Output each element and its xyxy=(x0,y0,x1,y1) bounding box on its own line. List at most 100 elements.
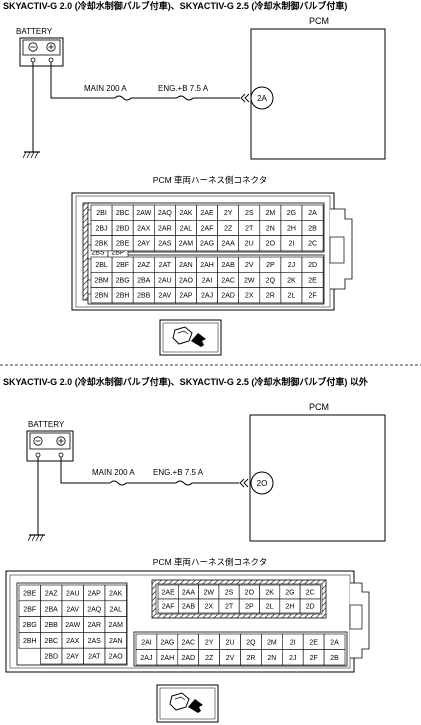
connector-pin-2AH: 2AH xyxy=(196,256,218,273)
pin-label: 2AK xyxy=(109,590,123,597)
connector-pin-2AL: 2AL xyxy=(104,600,127,617)
pin-label: 2S xyxy=(245,210,254,217)
pin-label: 2O xyxy=(245,590,255,597)
connector-pin-2AC: 2AC xyxy=(177,633,200,650)
connector-pin-2G: 2G xyxy=(280,204,303,221)
pin-label: 2AU xyxy=(158,277,172,284)
connector-pin-2AA: 2AA xyxy=(178,584,199,600)
connector-pin-2AF: 2AF xyxy=(157,598,179,614)
connector-pin-2N: 2N xyxy=(259,220,282,236)
pin-label: 2V xyxy=(226,655,235,662)
connector-pin-2A: 2A xyxy=(301,204,324,221)
pin-label: 2I xyxy=(289,241,295,248)
pin-label: 2H xyxy=(285,604,294,611)
pin-label: 2BH xyxy=(23,638,37,645)
pcm-label-2: PCM xyxy=(309,402,329,412)
connector-pin-2AI: 2AI xyxy=(135,633,158,650)
connector-pin-2AT: 2AT xyxy=(154,256,176,273)
pin-label: 2J xyxy=(289,655,296,662)
eng-fuse-icon-2 xyxy=(175,480,193,486)
pin-label: 2BG xyxy=(23,622,37,629)
connector-pin-2BF: 2BF xyxy=(18,600,41,617)
connector-pin-2G: 2G xyxy=(279,584,301,600)
connector-pin-2T: 2T xyxy=(238,220,261,236)
pin-label: 2U xyxy=(245,241,254,248)
connector-pin-2BH: 2BH xyxy=(18,632,41,649)
pin-label: 2BN xyxy=(95,293,109,300)
connector-title-2: PCM 車両ハーネス側コネクタ xyxy=(153,557,267,567)
pin-label: 2AV xyxy=(66,606,79,613)
pin-label: 2BH xyxy=(116,293,130,300)
pin-label: 2BD xyxy=(44,654,58,661)
pin-label: 2F xyxy=(308,293,316,300)
terminal-label-2: 2O xyxy=(257,479,268,488)
pin-label: 2AJ xyxy=(201,293,213,300)
connector-pin-2AR: 2AR xyxy=(83,616,106,633)
pin-label: 2G xyxy=(287,210,296,217)
battery-icon-2 xyxy=(26,430,74,462)
pin-label: 2N xyxy=(267,655,276,662)
pin-label: 2A xyxy=(308,210,317,217)
terminal-circle-1 xyxy=(250,86,274,110)
pin-label: 2AE xyxy=(162,590,176,597)
connector-pin-2AM: 2AM xyxy=(104,616,127,633)
pin-label: 2C xyxy=(308,241,317,248)
connector-pin-2AX: 2AX xyxy=(132,220,155,236)
connector-pin-2BN: 2BN xyxy=(90,287,113,304)
connector-pin-2T: 2T xyxy=(218,598,240,614)
pin-label: 2P xyxy=(245,604,254,611)
connector-pin-2BC: 2BC xyxy=(40,632,63,649)
pin-label: 2AR xyxy=(87,622,101,629)
connector-pin-2BB: 2BB xyxy=(132,287,155,304)
connector-pin-2AB: 2AB xyxy=(217,256,240,273)
connector-pin-2D: 2D xyxy=(301,256,324,273)
connector-pin-2AY: 2AY xyxy=(132,235,155,252)
connector-pin-2P: 2P xyxy=(238,598,260,614)
connector-pin-2BE: 2BE xyxy=(111,235,134,252)
connector-pin-2L: 2L xyxy=(280,287,303,304)
connector-pin-2AS: 2AS xyxy=(154,235,176,252)
pin-label: 2U xyxy=(226,639,235,646)
connector-pin-2J: 2J xyxy=(280,256,303,273)
connector-pin-2Z: 2Z xyxy=(198,649,220,666)
pin-label: 2AX xyxy=(66,638,80,645)
connector-pin-2AU: 2AU xyxy=(61,584,84,602)
pin-label: 2B xyxy=(308,225,317,232)
section2-heading: SKYACTIV-G 2.0 (冷却水制御バルブ付車)、SKYACTIV-G 2… xyxy=(3,376,368,387)
pin-label: 2L xyxy=(266,604,274,611)
pin-label: 2J xyxy=(288,262,295,269)
connector-pin-2AO: 2AO xyxy=(175,271,197,288)
pin-label: 2O xyxy=(266,241,276,248)
pin-label: 2AY xyxy=(66,654,79,661)
pin-label: 2R xyxy=(266,293,275,300)
pin-label: 2S xyxy=(225,590,234,597)
connector-pin-2V: 2V xyxy=(238,256,261,273)
connector-pin-2AY: 2AY xyxy=(61,647,84,665)
connector-pin-2E: 2E xyxy=(301,271,324,288)
pin-label: 2AP xyxy=(179,293,193,300)
pin-label: 2BC xyxy=(116,210,130,217)
pin-label: 2AO xyxy=(179,277,194,284)
battery-label-1: BATTERY xyxy=(16,27,53,36)
connector-pin-2AQ: 2AQ xyxy=(154,204,176,221)
pin-label: 2AT xyxy=(88,654,101,661)
pin-label: 2BS xyxy=(91,249,105,256)
connector-pin-2X: 2X xyxy=(198,598,220,614)
connector-title-1: PCM 車両ハーネス側コネクタ xyxy=(153,175,267,185)
connector-pin-2AA: 2AA xyxy=(217,235,240,252)
pin-label: 2G xyxy=(285,590,294,597)
connector-pin-2AZ: 2AZ xyxy=(40,584,63,602)
connector-pin-2C: 2C xyxy=(301,235,324,252)
pin-label: 2F xyxy=(310,655,318,662)
pin-label: 2AC xyxy=(181,639,195,646)
connector-pin-2AN: 2AN xyxy=(104,632,127,649)
pin-label: 2AF xyxy=(162,604,175,611)
eng-fuse-label-2: ENG.+B 7.5 A xyxy=(153,468,204,477)
connector-pin-2F: 2F xyxy=(301,287,324,304)
connector-pin-2AJ: 2AJ xyxy=(135,649,158,666)
pin-label: 2AN xyxy=(109,638,123,645)
connector-pin-2BC: 2BC xyxy=(111,204,134,221)
connector-pin-2BB: 2BB xyxy=(40,616,63,633)
connector-pin-2AV: 2AV xyxy=(61,600,84,617)
connector-pin-2V: 2V xyxy=(219,649,241,666)
